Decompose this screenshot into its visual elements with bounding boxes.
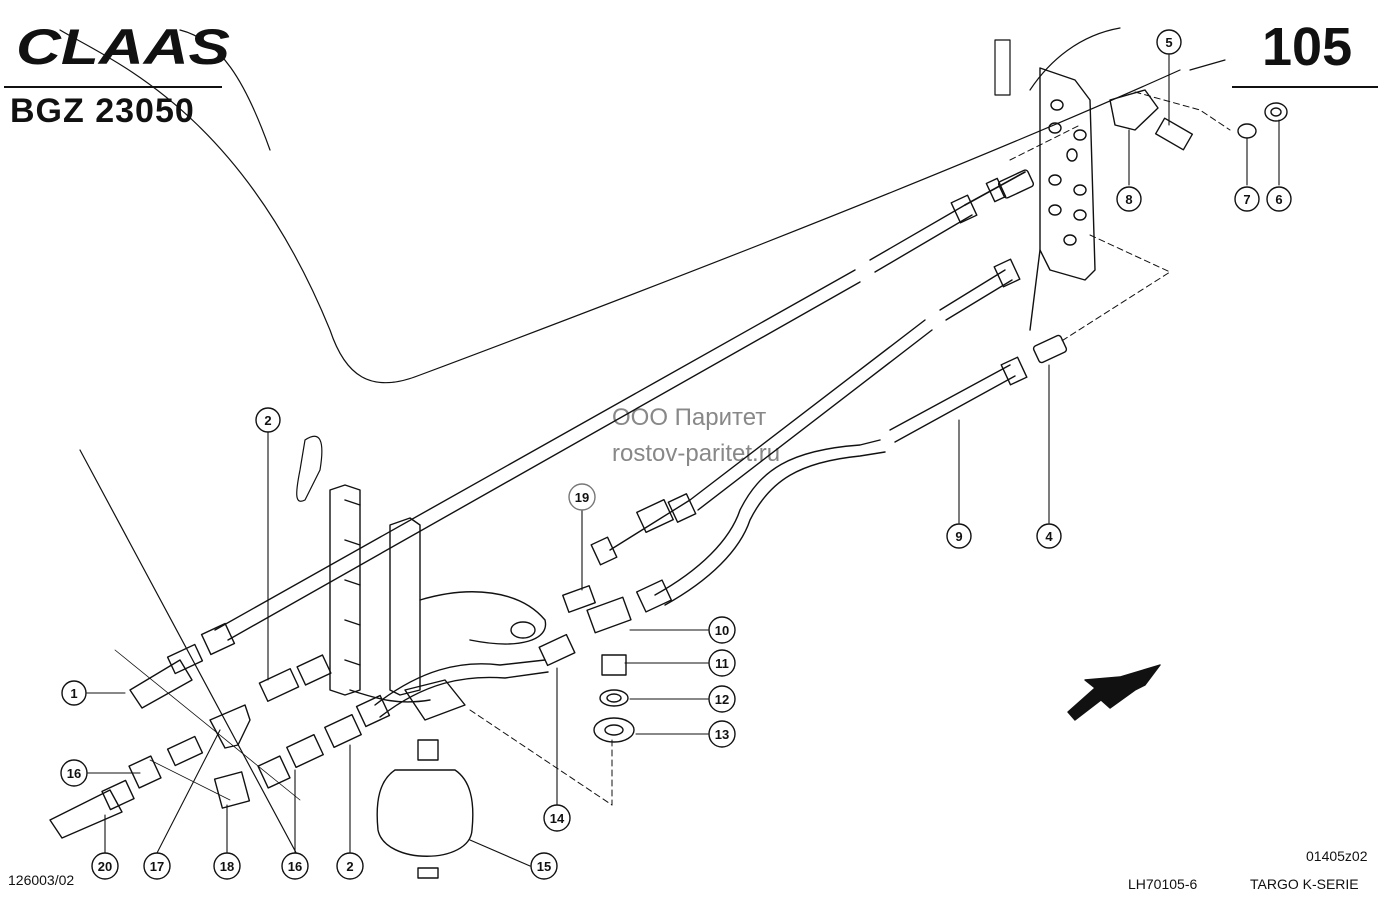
background-outline bbox=[59, 27, 1226, 861]
direction-arrow-icon bbox=[1067, 664, 1161, 721]
callout-15: 15 bbox=[530, 852, 558, 880]
svg-text:11: 11 bbox=[715, 656, 729, 671]
callout-10: 10 bbox=[708, 616, 736, 644]
callout-17: 17 bbox=[143, 852, 171, 880]
footer-left-code: 126003/02 bbox=[8, 872, 75, 888]
callout-7: 7 bbox=[1234, 186, 1260, 212]
callout-8: 8 bbox=[1116, 186, 1142, 212]
svg-text:6: 6 bbox=[1275, 192, 1282, 207]
hydraulic-tubes bbox=[214, 171, 1026, 641]
header-rule-right bbox=[1232, 86, 1378, 88]
svg-text:2: 2 bbox=[346, 859, 353, 874]
watermark-line-2: rostov-paritet.ru bbox=[612, 440, 781, 467]
svg-text:18: 18 bbox=[220, 859, 234, 874]
callout-6: 6 bbox=[1266, 186, 1292, 212]
header-rule-left bbox=[4, 86, 222, 88]
callout-2-bottom: 2 bbox=[336, 852, 364, 880]
footer-series: TARGO K-SERIE bbox=[1250, 876, 1359, 892]
callout-20: 20 bbox=[91, 852, 119, 880]
callout-19: 19 bbox=[568, 483, 596, 511]
svg-text:1: 1 bbox=[70, 686, 77, 701]
svg-text:12: 12 bbox=[715, 692, 729, 707]
svg-text:16: 16 bbox=[288, 859, 302, 874]
callout-4: 4 bbox=[1036, 523, 1062, 549]
fittings bbox=[101, 89, 1288, 811]
callout-18: 18 bbox=[213, 852, 241, 880]
callouts: 1 2 4 5 6 7 8 9 10 11 12 13 14 15 16 16 … bbox=[60, 29, 1292, 880]
callout-5: 5 bbox=[1156, 29, 1182, 55]
svg-text:17: 17 bbox=[150, 859, 164, 874]
callout-1: 1 bbox=[61, 680, 87, 706]
svg-text:8: 8 bbox=[1125, 192, 1132, 207]
page-number: 105 bbox=[1262, 17, 1353, 77]
bent-tube-9 bbox=[654, 364, 1016, 606]
svg-text:14: 14 bbox=[550, 811, 565, 826]
callout-13: 13 bbox=[708, 720, 736, 748]
claas-logo: CLAAS bbox=[16, 22, 230, 70]
svg-text:19: 19 bbox=[575, 490, 589, 505]
svg-text:9: 9 bbox=[955, 529, 962, 544]
frame-post bbox=[329, 484, 547, 703]
callout-12: 12 bbox=[708, 685, 736, 713]
callout-11: 11 bbox=[708, 649, 736, 677]
hose-ends bbox=[49, 659, 193, 839]
svg-text:4: 4 bbox=[1045, 529, 1053, 544]
svg-text:2: 2 bbox=[264, 413, 271, 428]
assembly-lines bbox=[469, 91, 1231, 806]
svg-text:7: 7 bbox=[1243, 192, 1250, 207]
accumulator-15 bbox=[376, 679, 474, 879]
callout-14: 14 bbox=[543, 804, 571, 832]
document-id: BGZ 23050 bbox=[10, 92, 195, 130]
callout-16-bottom: 16 bbox=[281, 852, 309, 880]
mounting-bracket bbox=[1029, 67, 1096, 331]
callout-leaders bbox=[86, 54, 1280, 867]
footer-lh-code: LH70105-6 bbox=[1128, 876, 1198, 892]
claas-logo-text: CLAAS bbox=[16, 22, 230, 70]
callout-9: 9 bbox=[946, 523, 972, 549]
svg-text:16: 16 bbox=[67, 766, 81, 781]
svg-text:15: 15 bbox=[537, 859, 551, 874]
svg-text:5: 5 bbox=[1165, 35, 1172, 50]
callout-2-top: 2 bbox=[255, 407, 281, 433]
svg-text:13: 13 bbox=[715, 727, 729, 742]
lower-tube bbox=[374, 659, 549, 718]
svg-text:10: 10 bbox=[715, 623, 729, 638]
callout-16-left: 16 bbox=[60, 759, 88, 787]
footer-drawing-ref: 01405z02 bbox=[1306, 848, 1368, 864]
svg-text:20: 20 bbox=[98, 859, 112, 874]
